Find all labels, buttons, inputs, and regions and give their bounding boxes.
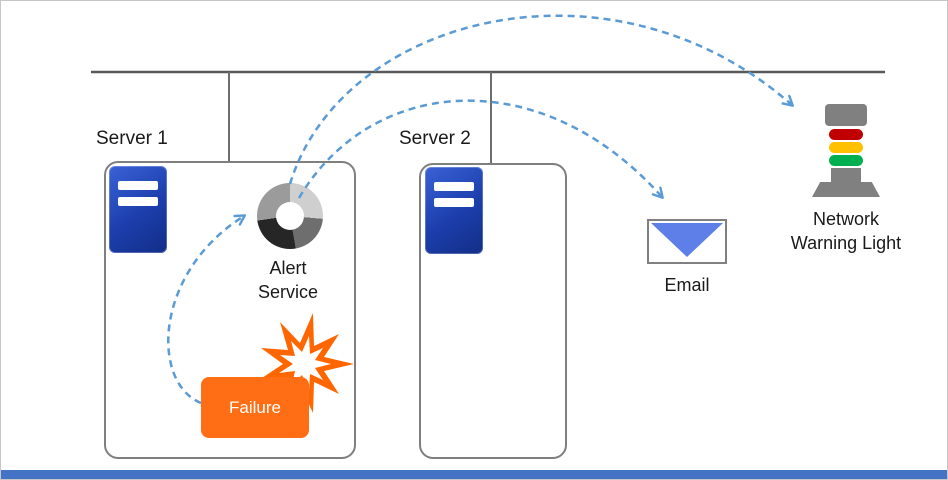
warning-light-cap	[825, 104, 867, 126]
warning-light-neck	[831, 168, 861, 182]
envelope-flap	[651, 223, 723, 257]
footer-accent-bar	[1, 470, 947, 479]
arrow-alert-service-to-warning-light	[288, 14, 794, 185]
failure-label: Failure	[229, 397, 281, 417]
warning-light-label: Network Warning Light	[790, 209, 902, 254]
warning-light-icon	[810, 104, 882, 197]
server-icon	[109, 166, 167, 253]
server-slot-bar	[434, 182, 474, 191]
server-1-box	[104, 161, 356, 459]
server-slot-bar	[434, 198, 474, 207]
warning-light-green-lamp	[829, 155, 863, 166]
failure-node: Failure	[201, 377, 309, 438]
donut-hole	[276, 202, 304, 230]
warning-light-red-lamp	[829, 129, 863, 140]
server-slot-bar	[118, 181, 158, 190]
email-envelope-icon	[647, 219, 727, 264]
server-icon	[425, 167, 483, 254]
alert-service-donut-icon	[257, 183, 323, 249]
server-2-label: Server 2	[399, 128, 471, 149]
warning-light-yellow-lamp	[829, 142, 863, 153]
warning-light-base	[812, 182, 880, 197]
server-slot-bar	[118, 197, 158, 206]
server-1-label: Server 1	[96, 128, 168, 149]
email-label: Email	[664, 275, 710, 295]
alert-service-label: Alert Service	[257, 258, 319, 303]
